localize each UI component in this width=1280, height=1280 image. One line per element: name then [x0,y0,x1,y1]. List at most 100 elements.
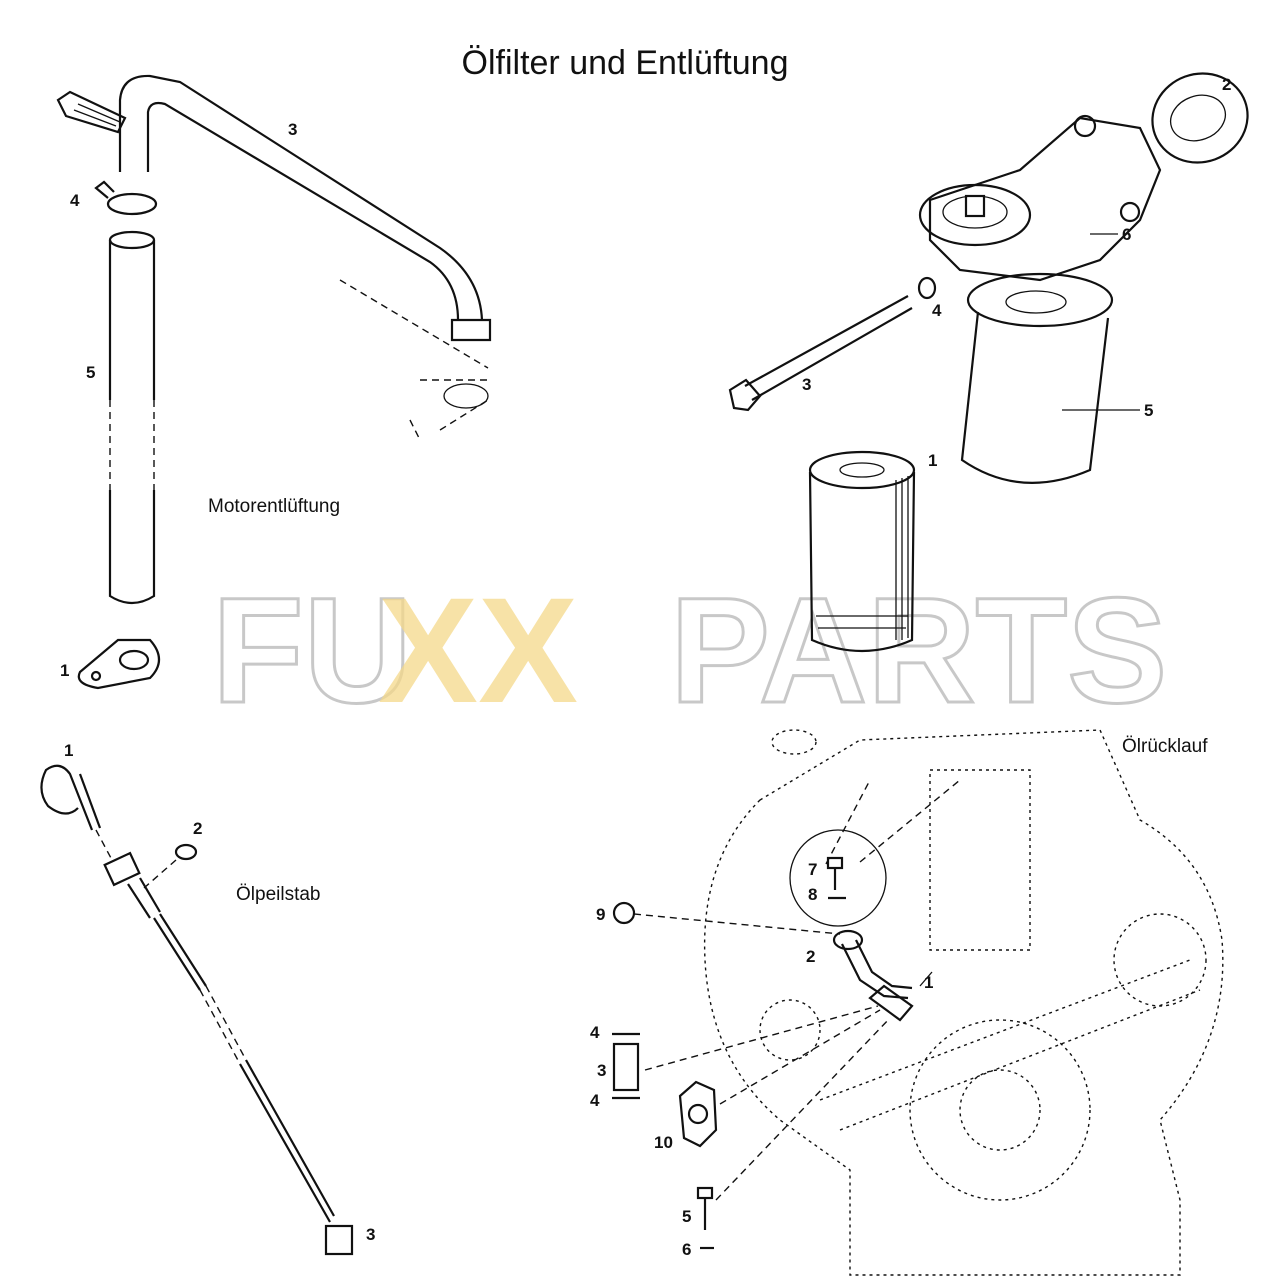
gasket-10 [678,1080,718,1148]
callout-label: 2 [193,819,202,838]
housing-boss-2 [1119,201,1141,223]
drive-belt [819,959,1201,1131]
callout-label: 10 [654,1133,673,1152]
alternator-pulley [1113,913,1207,1007]
section-label-oelruecklauf: Ölrücklauf [1122,736,1208,757]
gasket-10-hole [687,1103,709,1125]
crank-pulley-outline [909,1019,1091,1201]
breather-pipe-outer [118,74,484,321]
dipstick-o-ring [174,843,198,861]
bolt-head [728,378,762,412]
callout-label: 1 [60,661,69,680]
oil-return-callouts: 7 8 9 2 1 4 3 4 10 5 6 [590,860,933,1259]
tube-bottom [108,490,156,605]
engine-block-outline [703,729,1224,1276]
tube-walls [108,240,156,400]
long-bolt [744,295,913,401]
housing-nut [964,194,986,218]
filter-leaders [1062,233,1140,411]
leader-1 [919,971,933,987]
spare-filter-shading [895,476,909,640]
dipstick-rod-upper [153,913,207,991]
dipstick-handle [40,764,94,831]
section-label-oelpeilstab: Ölpeilstab [236,884,321,905]
filter-top [966,272,1114,328]
oil-return-drawing [612,729,1224,1276]
callout-label: 3 [802,375,811,394]
bolt-5-head [696,1186,714,1200]
callout-label: 4 [932,301,942,320]
engine-housing-outline [929,769,1031,951]
spare-filter-top [808,450,916,490]
filler-cap [771,729,817,755]
watermark: FU XX PARTS [211,565,1169,736]
return-pipe [841,943,909,1000]
engine-outline [339,279,489,441]
filter-body [960,311,1110,484]
callout-label: 9 [596,905,605,924]
housing-boss [1073,114,1097,138]
bracket-hatch [73,103,121,127]
breather-callouts: 3 4 5 1 [60,120,297,680]
watermark-text-xx: XX [378,566,578,734]
dipstick-sleeve [127,877,161,919]
dipstick-tip-cap [324,1224,354,1256]
callout-label: 6 [682,1240,691,1259]
bolt-7-head [826,856,844,870]
bracket-shape [56,90,127,134]
watermark-text-parts: PARTS [670,566,1167,734]
filter-thread [1005,290,1067,314]
idler-pulley [759,999,821,1061]
dipstick-rod-lower [239,1059,335,1223]
callout-label: 3 [597,1061,606,1080]
tube-top [108,230,156,250]
callout-label: 7 [808,860,817,879]
breather-pipe-inner [146,101,460,321]
return-pipe-2 [855,939,913,990]
spare-filter-body [808,471,916,653]
clamp-tab [94,180,115,199]
hose-clamp [868,984,914,1022]
section-label-motorentlueftung: Motorentlüftung [208,496,340,517]
callout-label: 3 [288,120,297,139]
page-title: Ölfilter und Entlüftung [462,44,789,82]
callout-label: 4 [590,1091,600,1110]
callout-label: 1 [924,973,933,992]
callout-label: 1 [64,741,73,760]
housing-top-ring [918,183,1032,247]
detail-circle [789,829,887,927]
callout-label: 2 [806,947,815,966]
tube-break [109,400,155,490]
filter-housing [928,116,1162,282]
callout-label: 3 [366,1225,375,1244]
banjo-fitting [832,929,864,951]
dipstick-break-1 [95,829,113,861]
engine-port [443,383,489,409]
flange-bolt-hole [90,670,102,682]
dipstick-callouts: 1 2 3 [64,741,375,1244]
dipstick-leader [143,859,177,889]
flange-gasket [77,638,161,690]
hose-3 [612,1042,640,1092]
spare-filter-ribs [816,615,908,629]
callout-label: 5 [1144,401,1153,420]
oil-filter-callouts: 2 6 4 3 5 1 [802,75,1231,470]
callout-label: 1 [928,451,937,470]
pipe-end [450,318,492,342]
gasket-inner [1169,94,1227,142]
clip-4 [612,1032,640,1100]
callout-label: 2 [1222,75,1231,94]
callout-label: 8 [808,885,817,904]
clamp-ring [106,192,158,216]
dipstick-break-2 [199,985,247,1065]
flange-hole [118,649,150,671]
oil-filter-drawing [728,72,1249,653]
callout-label: 5 [682,1207,691,1226]
spare-filter-thread [839,462,885,478]
dipstick-handle-2 [78,773,102,829]
breather-drawing [56,74,492,690]
callout-label: 4 [590,1023,600,1042]
callout-label: 5 [86,363,95,382]
callout-label: 4 [70,191,80,210]
